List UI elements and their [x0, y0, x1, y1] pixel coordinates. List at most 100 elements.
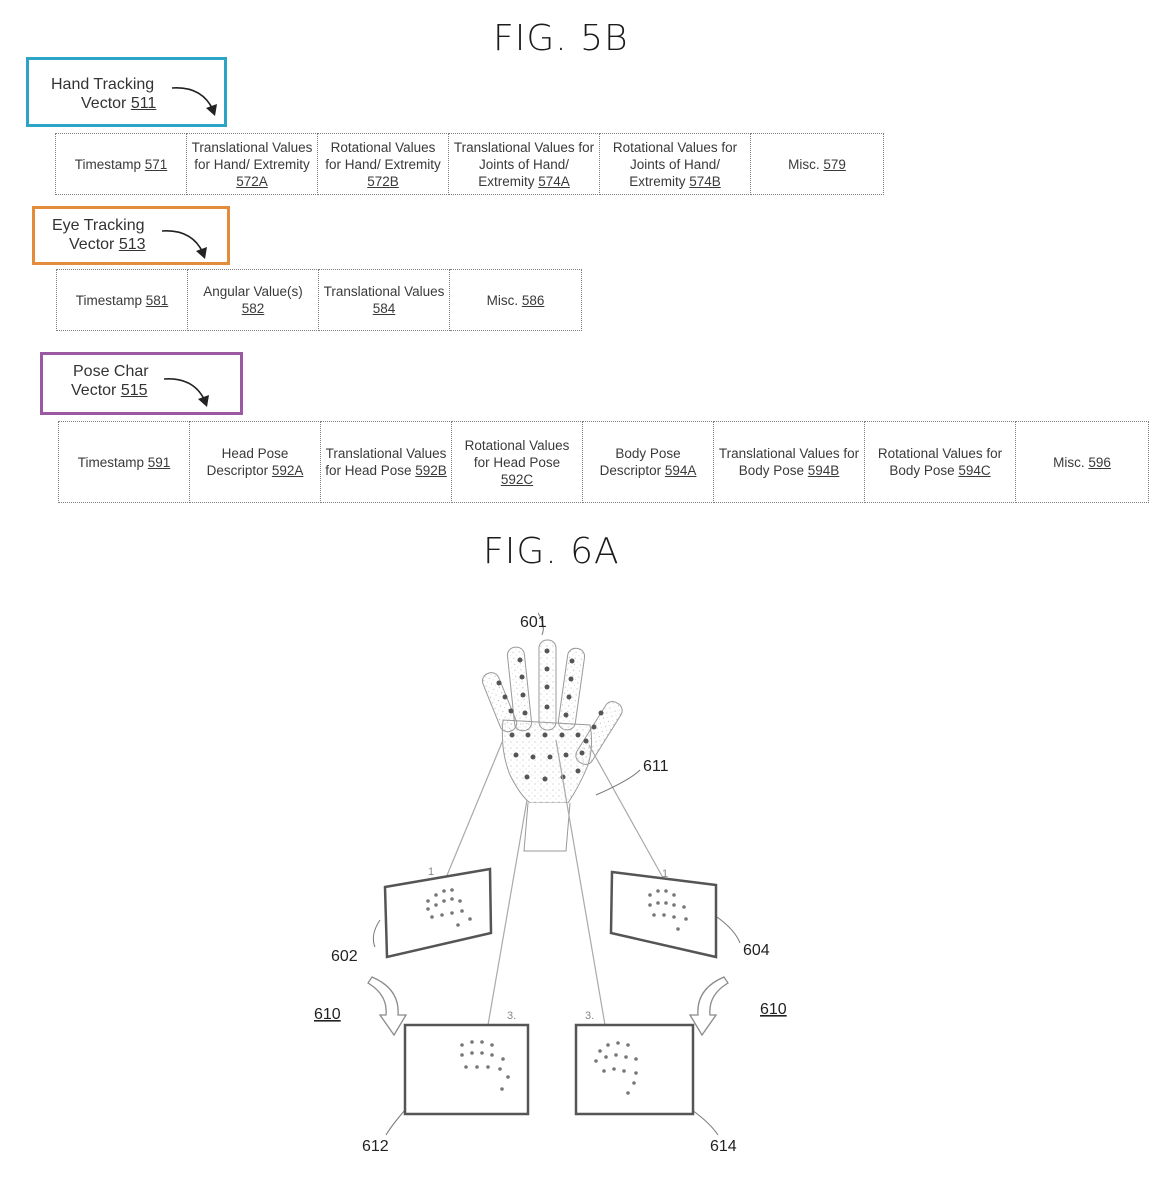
view-612 — [403, 1023, 530, 1116]
eye-cell-text: Timestamp — [75, 292, 142, 308]
hand-tracking-label-line1: Hand Tracking — [51, 76, 155, 93]
rotation-arrow-right-icon — [688, 976, 729, 1037]
view-614 — [574, 1023, 695, 1116]
hand-cell-text: Rotational Values for Joints of Hand/ Ex… — [612, 139, 738, 189]
view-602-markers — [426, 888, 472, 927]
view-614-markers — [594, 1041, 638, 1095]
pose-cell-6: Translational Values for Body Pose 594B — [713, 421, 865, 503]
vector-word: Vector — [81, 95, 127, 112]
pose-cell-text: Translational Values for Head Pose — [325, 446, 447, 478]
fig-6a-title: FIG. 6A — [483, 531, 620, 572]
hand-illustration — [481, 639, 623, 852]
eye-cell-3: Translational Values 584 — [318, 269, 450, 331]
hand-cell-text: Rotational Values for Hand/ Extremity — [325, 139, 441, 172]
pose-cell-text: Body Pose Descriptor — [599, 446, 681, 478]
hand-cell-6: Misc. 579 — [750, 133, 884, 195]
pose-cell-1: Timestamp 591 — [58, 421, 190, 503]
hand-cell-1: Timestamp 571 — [55, 133, 187, 195]
hand-cell-ref: 574B — [689, 173, 721, 189]
label-614: 614 — [710, 1138, 737, 1155]
hand-tracking-label-line2: Vector 511 — [81, 94, 156, 113]
eye-cell-ref: 581 — [145, 292, 169, 308]
pose-char-label-line2: Vector 515 — [71, 381, 148, 400]
hand-cell-3: Rotational Values for Hand/ Extremity 57… — [317, 133, 449, 195]
fig-5b-title: FIG. 5B — [493, 18, 629, 59]
eye-cell-text: Misc. — [486, 292, 519, 308]
pose-cell-text: Misc. — [1053, 454, 1085, 470]
eye-cell-ref: 586 — [521, 292, 545, 308]
hand-cell-text: Translational Values for Hand/ Extremity — [191, 139, 313, 172]
leader-lines — [372, 612, 741, 1136]
pose-cell-ref: 594C — [958, 463, 991, 478]
pose-cell-4: Rotational Values for Head Pose 592C — [451, 421, 583, 503]
eye-cell-ref: 584 — [372, 301, 396, 316]
label-610-left: 610 — [314, 1006, 341, 1023]
pose-cell-3: Translational Values for Head Pose 592B — [320, 421, 452, 503]
hand-tracking-diagram: 601 611 602 604 612 614 610 610 1 1 3. 3… — [314, 612, 787, 1155]
frame-mark-bottom-left: 3. — [507, 1010, 516, 1022]
hand-cell-4: Translational Values for Joints of Hand/… — [448, 133, 600, 195]
hand-cell-text: Timestamp — [74, 156, 141, 172]
eye-tracking-ref: 513 — [118, 236, 146, 253]
pose-cell-ref: 592A — [271, 463, 304, 478]
pose-cell-ref: 592C — [500, 471, 534, 487]
hand-tracking-ref: 511 — [130, 95, 157, 112]
hand-cell-ref: 572B — [367, 173, 399, 189]
pose-cell-ref: 596 — [1088, 454, 1111, 470]
eye-cell-text: Translational Values — [323, 284, 445, 299]
label-612: 612 — [362, 1138, 389, 1155]
label-610-right: 610 — [760, 1001, 787, 1018]
view-612-markers — [460, 1040, 510, 1091]
eye-cell-4: Misc. 586 — [449, 269, 582, 331]
hand-cell-ref: 572A — [236, 173, 268, 189]
view-604-markers — [648, 889, 688, 931]
frame-mark-bottom-right: 3. — [585, 1010, 594, 1022]
rotation-arrow-left-icon — [367, 976, 408, 1037]
pose-cell-ref: 591 — [147, 454, 171, 470]
eye-cell-2: Angular Value(s) 582 — [187, 269, 319, 331]
eye-tracking-vector-label: Eye Tracking Vector 513 — [32, 206, 230, 265]
frame-mark-top-left: 1 — [428, 866, 434, 878]
vector-word: Vector — [71, 382, 117, 399]
hand-cell-text: Translational Values for Joints of Hand/… — [453, 139, 595, 189]
eye-cell-text: Angular Value(s) — [203, 284, 303, 299]
projection-lines — [442, 739, 668, 1026]
hand-cell-2: Translational Values for Hand/ Extremity… — [186, 133, 318, 195]
pose-cell-ref: 594A — [664, 463, 697, 478]
pose-char-ref: 515 — [120, 382, 148, 399]
eye-cell-1: Timestamp 581 — [56, 269, 188, 331]
pose-cell-text: Head Pose Descriptor — [206, 446, 289, 478]
curved-arrow-icon — [163, 378, 209, 407]
hand-cell-ref: 579 — [823, 156, 846, 172]
pose-char-label-line1: Pose Char — [73, 363, 149, 380]
pose-cell-7: Rotational Values for Body Pose 594C — [864, 421, 1016, 503]
hand-cell-text: Misc. — [788, 156, 820, 172]
joint-markers — [496, 648, 604, 782]
pose-cell-text: Rotational Values for Body Pose — [877, 446, 1003, 478]
label-604: 604 — [743, 942, 770, 959]
label-611: 611 — [643, 758, 669, 775]
pose-cell-5: Body Pose Descriptor 594A — [582, 421, 714, 503]
palm — [501, 719, 593, 804]
pose-cell-ref: 592B — [415, 463, 447, 478]
pose-cell-2: Head Pose Descriptor 592A — [189, 421, 321, 503]
pose-cell-text: Translational Values for Body Pose — [718, 446, 860, 478]
label-601: 601 — [520, 614, 547, 631]
eye-cell-ref: 582 — [241, 301, 265, 316]
pose-cell-ref: 594B — [807, 463, 840, 478]
wrist — [523, 802, 571, 852]
vector-word: Vector — [69, 236, 115, 253]
hand-cell-5: Rotational Values for Joints of Hand/ Ex… — [599, 133, 751, 195]
eye-tracking-label-line1: Eye Tracking — [52, 217, 145, 234]
pose-cell-8: Misc. 596 — [1015, 421, 1149, 503]
pose-cell-text: Rotational Values for Head Pose — [464, 437, 570, 470]
label-602: 602 — [331, 948, 358, 965]
hand-tracking-vector-label: Hand Tracking Vector 511 — [26, 57, 227, 127]
pose-char-vector-label: Pose Char Vector 515 — [40, 352, 243, 415]
hand-cell-ref: 571 — [144, 156, 168, 172]
